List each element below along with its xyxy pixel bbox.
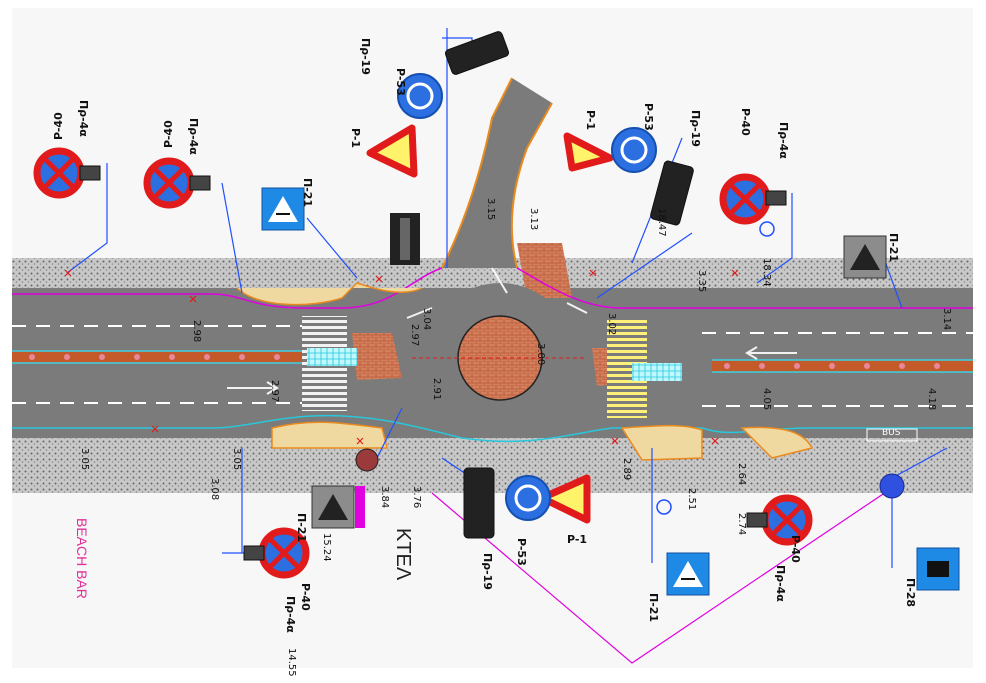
dimension-label: 14.55: [286, 648, 297, 677]
dimension-label: 3.00: [535, 343, 546, 366]
sign-code-label: P-40: [162, 120, 175, 148]
dimension-label: 3.05: [79, 448, 90, 471]
no-parking-sign-2: [143, 157, 211, 209]
sign-code-label: Πρ-4α: [777, 122, 790, 159]
sign-code-label: Π-21: [887, 233, 900, 263]
sign-code-label: Π-28: [904, 578, 917, 608]
sign-code-label: Πρ-19: [689, 110, 702, 147]
yield-sign-2: [563, 132, 614, 172]
ktel-label: ΚΤΕΛ: [392, 528, 414, 581]
yield-sign-1: [366, 124, 418, 178]
supplementary-plate-1: [444, 31, 510, 75]
sign-code-label: P-40: [299, 583, 312, 611]
sign-code-label: P-1: [567, 533, 588, 546]
sign-code-label: Πρ-19: [481, 553, 494, 590]
sign-code-label: Πρ-4α: [187, 118, 200, 155]
sign-code-label: Πρ-4α: [284, 596, 297, 633]
sign-code-label: Πρ-19: [359, 38, 372, 75]
dimension-label: 3.05: [231, 448, 242, 471]
pedestrian-crossing-sign-4: [666, 552, 710, 596]
dimension-label: 3.14: [941, 308, 952, 331]
no-parking-sign-5: [243, 527, 310, 579]
signs-layer: [33, 31, 960, 596]
dimension-label: 3.84: [379, 486, 390, 509]
dimension-label: 4.05: [761, 388, 772, 411]
pedestrian-crossing-sign-3: [311, 485, 365, 529]
bus-shelter-icon: [390, 213, 420, 265]
dimension-label: 3.02: [606, 313, 617, 336]
dimension-label: 3.15: [485, 198, 496, 221]
no-parking-sign-3: [719, 173, 787, 225]
dimension-label: 3.04: [421, 308, 432, 331]
sign-code-label: Πρ-4α: [77, 100, 90, 137]
dimension-label: 2.74: [736, 513, 747, 536]
dimension-label: 2.97: [409, 324, 420, 347]
dimension-label: 3.08: [209, 478, 220, 501]
supplementary-plate-3: [463, 467, 495, 539]
dimension-label: 2.51: [686, 488, 697, 511]
roundabout-sign-1: [397, 73, 443, 119]
beach-bar-label: BEACH BAR: [74, 518, 90, 599]
dimension-label: 2.97: [269, 380, 280, 403]
dimension-label: 2.64: [736, 463, 747, 486]
sign-code-label: P-53: [515, 538, 528, 566]
bus-lane-label: BUS: [882, 428, 901, 438]
sign-code-label: Π-21: [301, 178, 314, 208]
pedestrian-crossing-sign-1: [261, 187, 305, 231]
dimension-label: 18.34: [761, 258, 772, 287]
roundabout-sign-3: [505, 475, 551, 521]
sign-code-label: P-1: [349, 128, 362, 149]
sign-code-label: Π-21: [295, 513, 308, 543]
sign-code-label: P-1: [584, 110, 597, 131]
sign-code-label: Πρ-4α: [774, 565, 787, 602]
dimension-label: 15.24: [321, 533, 332, 562]
parking-info-sign: [916, 547, 960, 591]
sign-code-label: P-40: [789, 535, 802, 563]
dimension-label: 3.76: [411, 486, 422, 509]
dimension-label: 2.89: [621, 458, 632, 481]
dimension-label: 3.35: [696, 270, 707, 293]
no-parking-sign-1: [33, 147, 101, 199]
sign-code-label: P-53: [642, 103, 655, 131]
pedestrian-crossing-sign-2: [843, 235, 887, 279]
dimension-label: 3.13: [528, 208, 539, 231]
no-parking-sign-4: [746, 494, 813, 546]
sign-code-label: P-40: [739, 108, 752, 136]
dimension-label: 2.98: [191, 320, 202, 343]
road-layout: [12, 28, 973, 664]
dimension-label: 18.47: [656, 208, 667, 237]
supplementary-plate-2: [650, 160, 694, 226]
yield-sign-3: [538, 474, 591, 524]
roundabout-sign-2: [611, 127, 657, 173]
sign-code-label: Π-21: [647, 593, 660, 623]
dimension-label: 2.91: [431, 378, 442, 401]
sign-code-label: P-53: [394, 68, 407, 96]
dimension-label: 4.18: [926, 388, 937, 411]
sign-code-label: P-40: [52, 112, 65, 140]
cad-drawing: P-40 Πρ-4α P-40 Πρ-4α P-40 Πρ-4α P-40 Πρ…: [12, 8, 973, 677]
